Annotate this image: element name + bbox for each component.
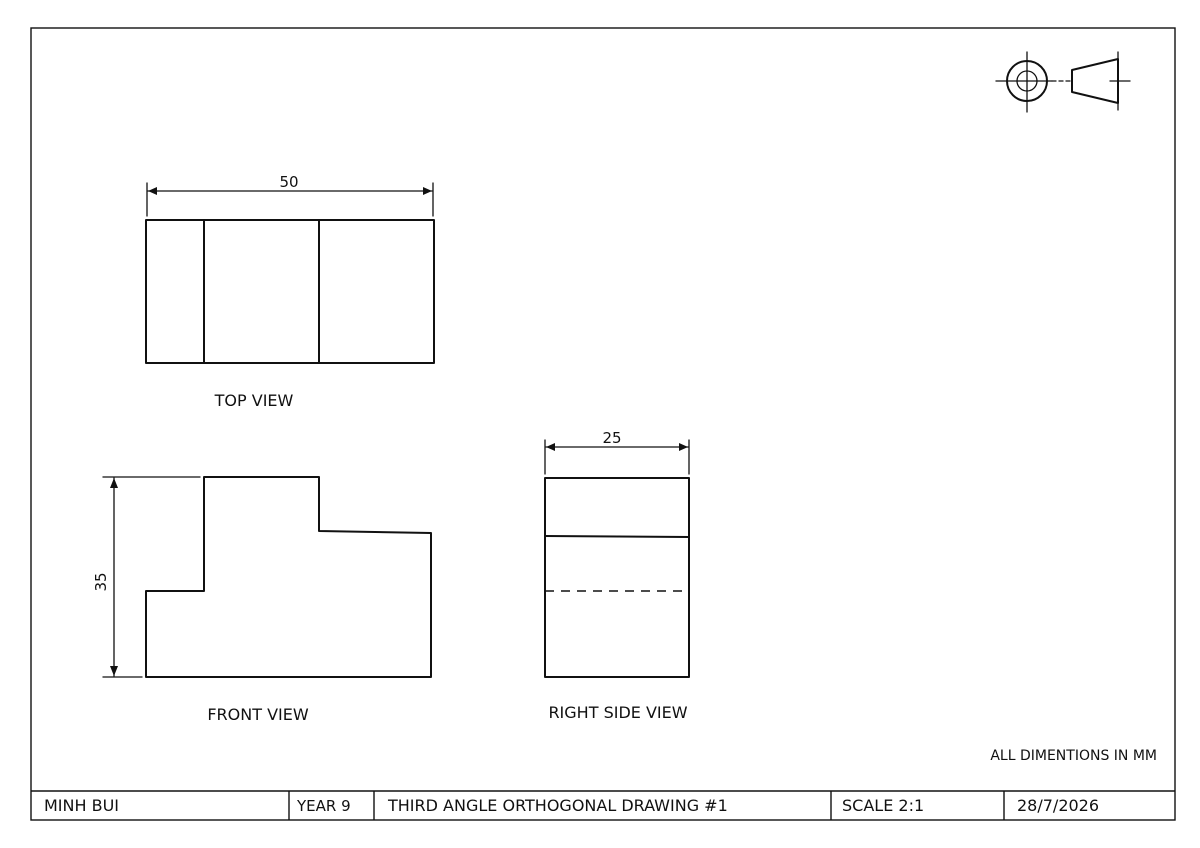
right-side-view: 25 RIGHT SIDE VIEW [544, 429, 690, 722]
scale-cell: SCALE 2:1 [842, 796, 924, 815]
depth-dimension-label: 25 [602, 429, 621, 447]
units-note: ALL DIMENTIONS IN MM [990, 748, 1157, 764]
year-cell: YEAR 9 [296, 797, 351, 815]
top-view: 50 TOP VIEW [145, 173, 435, 410]
drawing-title-cell: THIRD ANGLE ORTHOGONAL DRAWING #1 [387, 796, 728, 815]
date-cell: 28/7/2026 [1017, 796, 1099, 815]
top-view-label: TOP VIEW [214, 391, 294, 410]
width-dimension-label: 50 [279, 173, 298, 191]
third-angle-projection-icon [995, 51, 1131, 113]
title-block: MINH BUI YEAR 9 THIRD ANGLE ORTHOGONAL D… [31, 790, 1175, 820]
author-cell: MINH BUI [44, 796, 119, 815]
sheet-border [30, 27, 1176, 821]
front-view-label: FRONT VIEW [207, 705, 309, 724]
right-side-view-label: RIGHT SIDE VIEW [548, 703, 687, 722]
front-view: 35 FRONT VIEW [92, 476, 432, 724]
height-dimension-label: 35 [92, 572, 110, 591]
